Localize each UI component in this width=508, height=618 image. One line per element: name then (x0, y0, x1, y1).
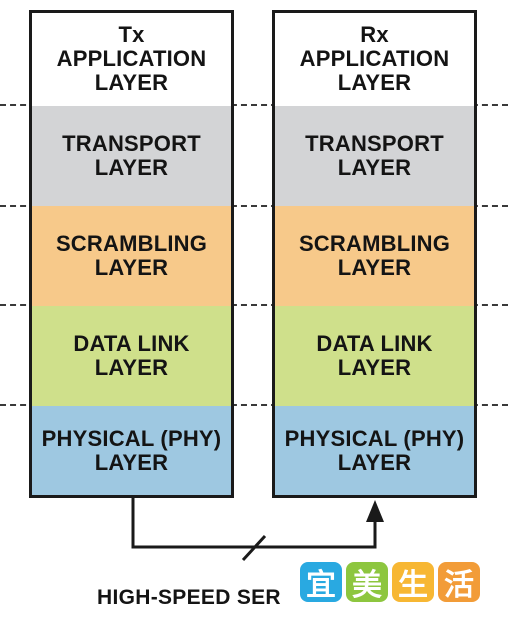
tx-scrambling-line-1: SCRAMBLING (55, 231, 208, 256)
watermark-logo: 宜 美 生 活 (300, 562, 480, 603)
tx-physical-layer: PHYSICAL (PHY) LAYER (32, 406, 231, 495)
tx-application-line-1: Tx (118, 22, 145, 47)
tx-transport-line-2: LAYER (94, 155, 169, 180)
arrowhead-icon (366, 500, 384, 522)
rx-application-line-2: APPLICATION (299, 46, 450, 71)
tx-application-line-2: APPLICATION (56, 46, 207, 71)
rx-transport-line-2: LAYER (337, 155, 412, 180)
serial-slash-mark (241, 534, 267, 562)
tx-transport-layer: TRANSPORT LAYER (32, 106, 231, 206)
tx-physical-line-2: LAYER (94, 449, 169, 475)
rx-datalink-line-2: LAYER (337, 355, 412, 380)
watermark-tile: 活 (438, 562, 480, 603)
tx-transport-line-1: TRANSPORT (62, 131, 201, 156)
rx-scrambling-layer: SCRAMBLING LAYER (275, 206, 474, 306)
watermark-tile: 美 (346, 562, 388, 603)
link-caption: HIGH-SPEED SER (97, 586, 281, 609)
rx-application-line-3: LAYER (337, 70, 412, 95)
rx-scrambling-line-1: SCRAMBLING (298, 231, 451, 256)
watermark-tile: 生 (392, 562, 434, 603)
boundary-application-transport (0, 104, 508, 106)
boundary-scrambling-datalink (0, 304, 508, 306)
watermark-tile: 宜 (300, 562, 342, 603)
rx-physical-line-2: LAYER (337, 449, 412, 475)
tx-datalink-layer: DATA LINK LAYER (32, 306, 231, 406)
rx-application-layer: Rx APPLICATION LAYER (275, 13, 474, 106)
tx-scrambling-layer: SCRAMBLING LAYER (32, 206, 231, 306)
tx-application-line-3: LAYER (94, 70, 169, 95)
rx-scrambling-line-2: LAYER (337, 255, 412, 280)
rx-physical-layer: PHYSICAL (PHY) LAYER (275, 406, 474, 495)
rx-stack: Rx APPLICATION LAYER TRANSPORT LAYER SCR… (272, 10, 477, 498)
rx-datalink-line-1: DATA LINK (316, 331, 433, 356)
tx-datalink-line-2: LAYER (94, 355, 169, 380)
boundary-transport-scrambling (0, 205, 508, 207)
tx-datalink-line-1: DATA LINK (73, 331, 190, 356)
tx-scrambling-line-2: LAYER (94, 255, 169, 280)
serial-link-line (131, 498, 377, 549)
tx-physical-line-1: PHYSICAL (PHY) (41, 425, 222, 451)
boundary-datalink-physical (0, 404, 508, 406)
rx-transport-line-1: TRANSPORT (305, 131, 444, 156)
tx-application-layer: Tx APPLICATION LAYER (32, 13, 231, 106)
rx-application-line-1: Rx (360, 22, 389, 47)
rx-datalink-layer: DATA LINK LAYER (275, 306, 474, 406)
rx-physical-line-1: PHYSICAL (PHY) (284, 425, 465, 451)
rx-transport-layer: TRANSPORT LAYER (275, 106, 474, 206)
tx-stack: Tx APPLICATION LAYER TRANSPORT LAYER SCR… (29, 10, 234, 498)
